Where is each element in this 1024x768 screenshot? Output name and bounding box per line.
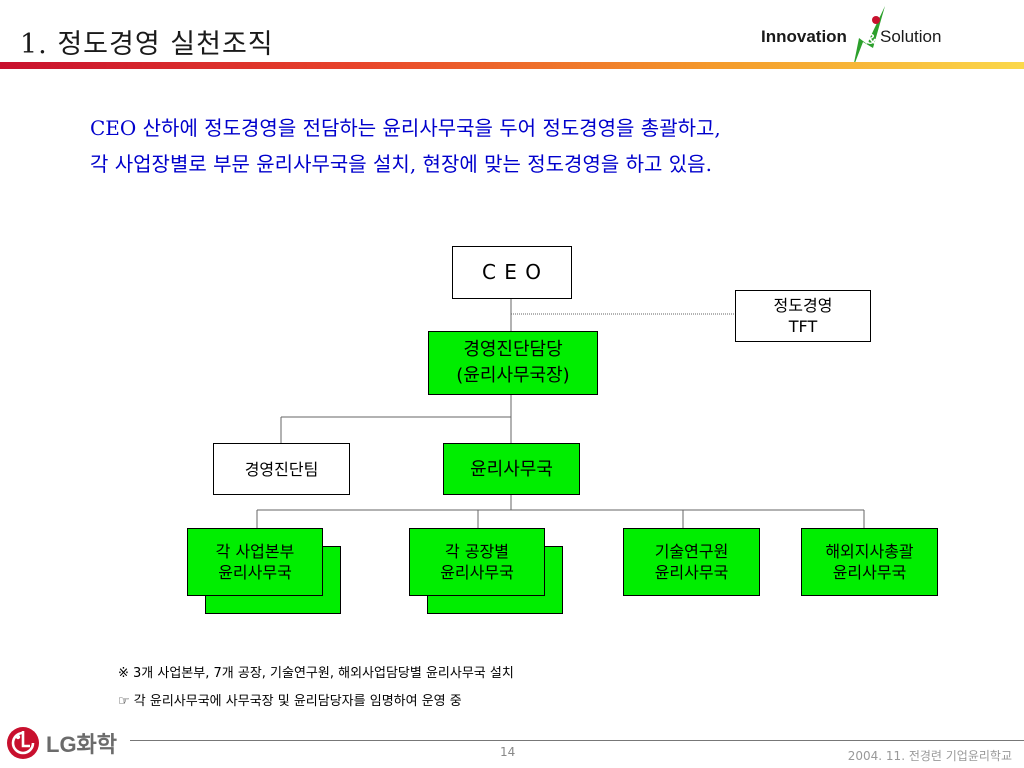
unit-box-business-divisions: 각 사업본부 윤리사무국: [187, 528, 323, 596]
lg-face-icon: [7, 727, 39, 759]
ethics-office-label: 윤리사무국: [470, 458, 553, 480]
tft-box: 정도경영 TFT: [735, 290, 871, 342]
notes: ※ 3개 사업본부, 7개 공장, 기술연구원, 해외사업담당별 윤리사무국 설…: [118, 660, 514, 716]
director-label-line2: (윤리사무국장): [456, 365, 570, 386]
director-label-line1: 경영진단담당: [463, 339, 563, 360]
slide-title: 1. 정도경영 실천조직: [20, 29, 274, 60]
unit-label-line2: 윤리사무국: [440, 563, 514, 582]
footer-divider: [130, 740, 1024, 741]
intro-line-2: 각 사업장별로 부문 윤리사무국을 설치, 현장에 맞는 정도경영을 하고 있음…: [90, 152, 712, 176]
unit-box-plants: 각 공장별 윤리사무국: [409, 528, 545, 596]
innovation-solution-logo: Innovation & Solution: [761, 6, 941, 68]
brand-ampersand: &: [866, 31, 877, 48]
unit-label-line1: 해외지사총괄: [825, 542, 914, 561]
unit-box-overseas: 해외지사총괄 윤리사무국: [801, 528, 938, 596]
lg-logo-text: LG화학: [46, 732, 118, 757]
unit-box-research: 기술연구원 윤리사무국: [623, 528, 760, 596]
title-divider: [0, 62, 1024, 69]
tft-label-line2: TFT: [788, 317, 818, 336]
brand-word-solution: Solution: [880, 27, 941, 46]
unit-label-line2: 윤리사무국: [654, 563, 729, 582]
intro-text: CEO 산하에 정도경영을 전담하는 윤리사무국을 두어 정도경영을 총괄하고,…: [90, 110, 990, 182]
audit-team-box: 경영진단팀: [213, 443, 350, 495]
audit-team-label: 경영진단팀: [244, 459, 319, 479]
unit-label-line1: 각 사업본부: [215, 542, 295, 561]
ethics-office-box: 윤리사무국: [443, 443, 580, 495]
brand-word-innovation: Innovation: [761, 27, 847, 46]
unit-label-line1: 기술연구원: [654, 542, 729, 561]
footer-source: 2004. 11. 전경련 기업윤리학교: [847, 749, 1012, 763]
lg-chem-logo: LG화학: [6, 726, 117, 760]
ceo-box: C E O: [452, 246, 572, 299]
unit-label-line2: 윤리사무국: [218, 563, 292, 582]
page-number: 14: [500, 745, 516, 759]
note-line-1: ※ 3개 사업본부, 7개 공장, 기술연구원, 해외사업담당별 윤리사무국 설…: [118, 666, 514, 681]
tft-label-line1: 정도경영: [773, 296, 833, 315]
dot-icon: [872, 16, 880, 24]
director-box: 경영진단담당 (윤리사무국장): [428, 331, 598, 395]
unit-label-line1: 각 공장별: [445, 542, 509, 561]
intro-line-1: CEO 산하에 정도경영을 전담하는 윤리사무국을 두어 정도경영을 총괄하고,: [90, 116, 721, 140]
unit-label-line2: 윤리사무국: [832, 563, 907, 582]
ceo-label: C E O: [481, 260, 543, 284]
note-line-2: ☞ 각 윤리사무국에 사무국장 및 윤리담당자를 임명하여 운영 중: [118, 694, 462, 709]
